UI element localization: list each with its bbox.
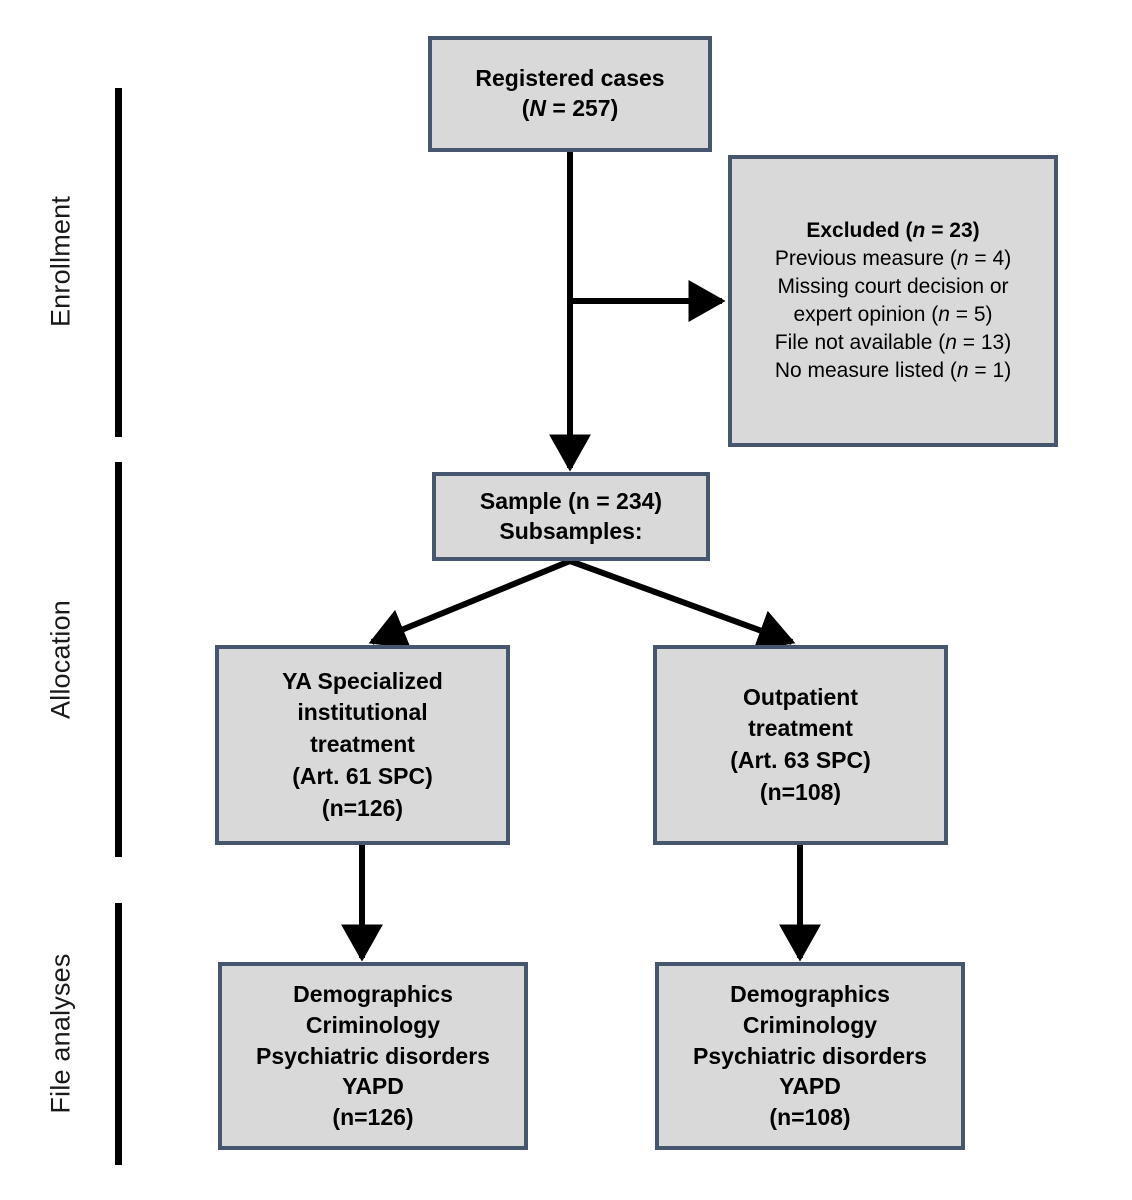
node-line: (n=108) (769, 1104, 851, 1131)
stage-rail-file-analyses (115, 903, 122, 1165)
stage-rail-allocation (115, 462, 122, 857)
node-line: Criminology (305, 1011, 441, 1038)
node-line: Criminology (742, 1011, 878, 1038)
node-line: (n=126) (332, 1104, 414, 1131)
node-line: Sample (n = 234) (479, 487, 663, 514)
node-line: expert opinion (n = 5) (793, 303, 993, 326)
node-institutional-treatment: YA Specialized institutional treatment (… (215, 645, 510, 845)
node-line: Demographics (293, 980, 453, 1007)
node-registered-cases: Registered cases (N = 257) (428, 36, 712, 152)
node-line: Psychiatric disorders (256, 1042, 490, 1069)
node-line: YAPD (342, 1073, 404, 1100)
node-line: (Art. 63 SPC) (730, 747, 871, 773)
node-line: (N = 257) (521, 95, 619, 121)
node-line: Outpatient (743, 683, 858, 710)
stage-label-file-analyses: File analyses (45, 953, 76, 1114)
node-line: Missing court decision or (777, 274, 1009, 298)
node-line: Previous measure (n = 4) (774, 246, 1012, 270)
node-line: YAPD (779, 1073, 841, 1100)
node-line: treatment (748, 715, 853, 742)
node-line: Registered cases (475, 65, 665, 92)
node-line: Psychiatric disorders (693, 1042, 927, 1069)
stage-label-enrollment: Enrollment (45, 195, 76, 328)
node-line: institutional (297, 699, 428, 726)
stage-rail-enrollment (115, 88, 122, 437)
node-analysis-left: Demographics Criminology Psychiatric dis… (218, 962, 528, 1150)
node-line-heading: Excluded (n = 23) (806, 218, 980, 242)
node-excluded: Excluded (n = 23) Previous measure (n = … (728, 155, 1058, 447)
node-line: File not available (n = 13) (774, 331, 1012, 355)
stage-label-allocation: Allocation (45, 599, 76, 720)
node-outpatient-treatment: Outpatient treatment (Art. 63 SPC) (n=10… (653, 645, 948, 845)
node-line: Subsamples: (499, 517, 643, 544)
node-line: (Art. 61 SPC) (292, 762, 433, 789)
wire-sample-to-institutional (368, 558, 572, 649)
node-line: treatment (310, 731, 415, 758)
node-line: Demographics (730, 980, 890, 1007)
node-line: No measure listed (n = 1) (774, 359, 1012, 383)
node-line: YA Specialized (282, 667, 443, 694)
node-line: (n=108) (759, 778, 842, 805)
wire-sample-to-outpatient (568, 558, 796, 651)
node-sample: Sample (n = 234) Subsamples: (432, 472, 710, 561)
node-analysis-right: Demographics Criminology Psychiatric dis… (655, 962, 965, 1150)
node-line: (n=126) (321, 794, 404, 821)
